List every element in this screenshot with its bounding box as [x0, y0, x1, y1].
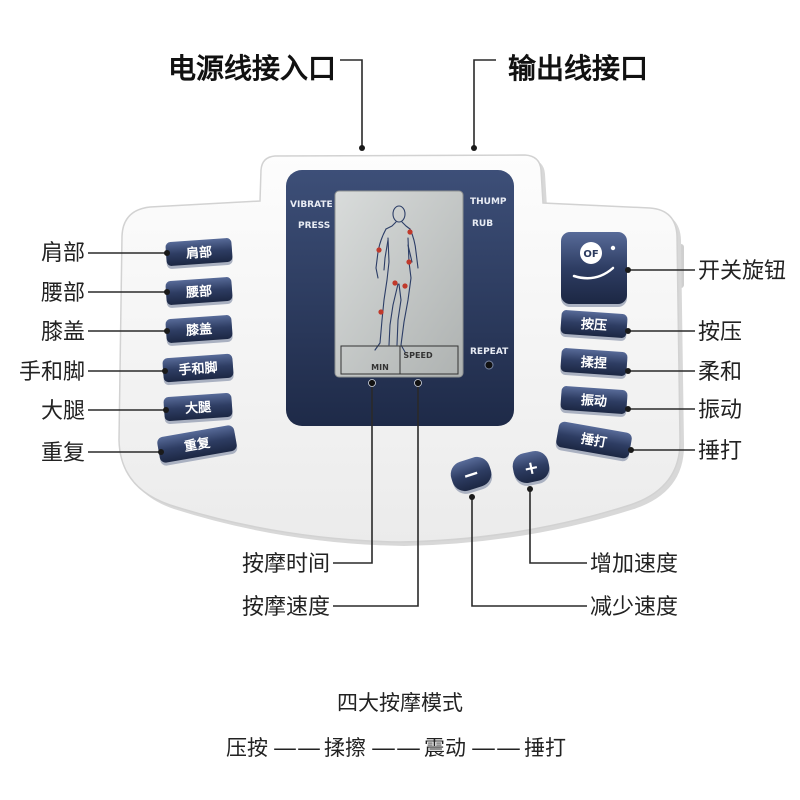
callout-vibrate: 振动 [698, 398, 742, 423]
massage-point [406, 259, 412, 265]
lcd-label-vibrate: VIBRATE [290, 200, 333, 210]
callout-press: 按压 [698, 320, 742, 345]
lcd-label-thump: THUMP [470, 197, 507, 207]
callout-dot [164, 289, 170, 295]
callout-thigh: 大腿 [41, 399, 85, 424]
callout-gentle: 柔和 [698, 360, 742, 385]
button-label: 腰部 [185, 283, 213, 301]
callout-line-power-input [340, 59, 363, 146]
power-knob: OF [561, 232, 627, 307]
callout-repeat: 重复 [41, 441, 85, 466]
mode-separator: —— [273, 736, 321, 760]
callout-power-knob: 开关旋钮 [698, 259, 786, 284]
button-knead: 揉捏 [560, 348, 628, 379]
callout-dot [158, 449, 164, 455]
button-label: 手和脚 [178, 360, 218, 379]
button-label: 按压 [580, 316, 607, 334]
lcd-label-min: MIN [371, 363, 389, 372]
repeat-indicator [484, 360, 494, 370]
callout-dot [163, 407, 169, 413]
callout-line-massage-speed [333, 383, 419, 607]
mode-item: 压按 [226, 736, 268, 760]
callout-dot [625, 267, 631, 273]
callout-knee: 膝盖 [41, 320, 85, 345]
callout-tap: 捶打 [698, 439, 742, 464]
callout-dot [471, 145, 477, 151]
callout-dot [164, 250, 170, 256]
button-label: 大腿 [185, 399, 212, 417]
massage-point [378, 309, 384, 315]
callout-line-increase-speed [529, 489, 587, 564]
button-thigh: 大腿 [163, 392, 233, 424]
callout-dot [164, 328, 170, 334]
minus-label: − [459, 460, 482, 488]
callout-dot [368, 379, 376, 387]
mode-item: 揉擦 [324, 736, 366, 760]
plus-button: + [512, 451, 550, 486]
modes-title: 四大按摩模式 [337, 691, 463, 715]
button-press: 按压 [560, 310, 628, 341]
output-port-label: 输出线接口 [508, 52, 648, 85]
button-shoulder: 肩部 [165, 238, 233, 269]
massage-points [376, 229, 413, 315]
callout-dot [628, 447, 634, 453]
callout-line-massage-time [333, 383, 373, 564]
button-tap: 捶打 [555, 421, 632, 462]
callout-massage-speed: 按摩速度 [242, 595, 330, 620]
callout-line-output [473, 59, 496, 146]
button-vibrate: 振动 [560, 386, 628, 417]
callout-massage-time: 按摩时间 [242, 552, 330, 577]
minus-button: − [450, 456, 493, 494]
lcd-label-press: PRESS [298, 221, 330, 231]
callout-increase-speed: 增加速度 [590, 552, 678, 577]
power-input-label: 电源线接入口 [168, 52, 336, 85]
massage-point [376, 247, 382, 253]
mode-separator: —— [471, 736, 521, 760]
callout-dot [414, 379, 422, 387]
massage-point [407, 229, 413, 235]
callout-dot [527, 486, 533, 492]
button-label: 揉捏 [580, 354, 607, 372]
button-label: 振动 [580, 392, 607, 410]
callout-decrease-speed: 减少速度 [590, 595, 678, 620]
callout-dot [625, 368, 631, 374]
callout-waist: 腰部 [41, 281, 85, 306]
lcd-label-repeat: REPEAT [470, 347, 509, 357]
callout-shoulder: 肩部 [41, 241, 85, 266]
button-knee: 膝盖 [165, 315, 233, 346]
mode-separator: —— [371, 736, 421, 760]
callout-dot [625, 328, 631, 334]
massage-point [402, 283, 408, 289]
mode-item: 捶打 [524, 736, 566, 760]
callout-dot [625, 406, 631, 412]
callout-line-decrease-speed [471, 497, 587, 607]
plus-label: + [522, 457, 541, 481]
button-repeat: 重复 [157, 425, 238, 466]
button-hands-feet: 手和脚 [162, 353, 234, 386]
button-label: 捶打 [580, 431, 608, 451]
massage-point [392, 280, 398, 286]
modes-sequence: 压按 —— 揉擦 —— 震动 —— 捶打 [226, 736, 566, 760]
button-label: 肩部 [186, 244, 213, 262]
callout-dot [162, 368, 168, 374]
lcd-label-rub: RUB [472, 219, 493, 229]
button-label: 重复 [183, 435, 212, 455]
power-knob-badge: OF [583, 249, 598, 260]
callout-dot [469, 494, 475, 500]
callout-dot [359, 145, 365, 151]
power-knob-icon: OF [572, 242, 616, 280]
callout-hands-feet: 手和脚 [19, 360, 85, 385]
lcd-label-speed: SPEED [403, 351, 433, 360]
button-waist: 腰部 [165, 277, 233, 308]
mode-item: 震动 [424, 736, 466, 760]
button-label: 膝盖 [185, 321, 213, 339]
